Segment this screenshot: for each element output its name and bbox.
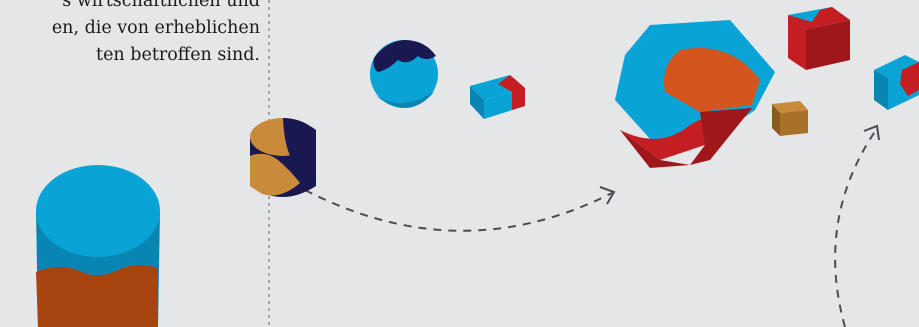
small-cube-2: [874, 55, 919, 110]
polyhedron-shape: [615, 20, 775, 168]
arrow-head-1: [600, 187, 614, 204]
small-cylinder-shape: [250, 118, 316, 197]
dashed-arrow-1: [305, 190, 612, 231]
large-cylinder-shape: [36, 165, 160, 327]
dashed-arrow-2: [835, 130, 876, 327]
small-cube-1: [470, 75, 525, 119]
ochre-cube: [772, 101, 808, 136]
sphere-shape: [370, 40, 438, 108]
red-cube: [788, 7, 850, 70]
